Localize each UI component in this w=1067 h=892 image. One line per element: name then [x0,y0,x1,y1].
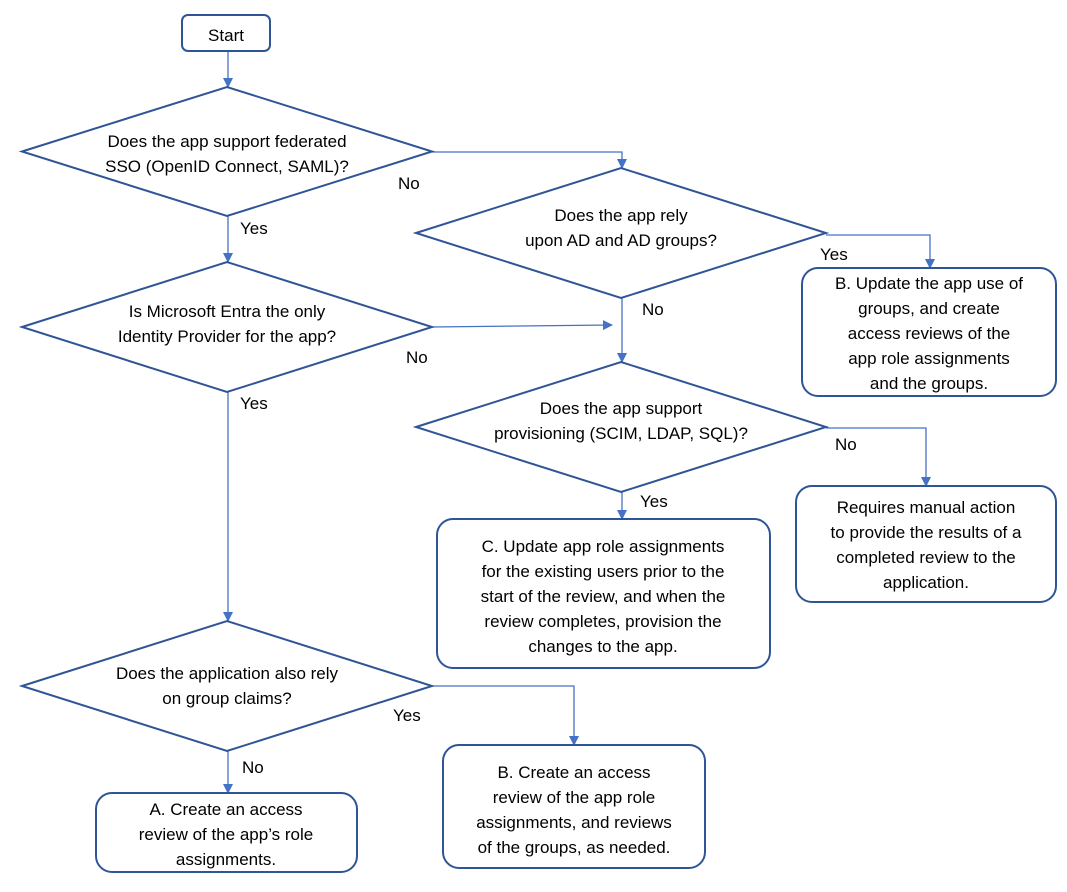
node-text-line: changes to the app. [528,637,677,656]
connector-d5-breview [432,685,579,746]
node-text-line: assignments. [176,850,276,869]
node-text-line: A. Create an access [149,800,302,819]
node-text-line: provisioning (SCIM, LDAP, SQL)? [494,424,748,443]
node-text-line: Does the app rely [554,206,688,225]
node-text-line: assignments, and reviews [476,813,672,832]
node-text-line: review of the app’s role [139,825,314,844]
node-text-line: completed review to the [836,548,1016,567]
decision-diamond [412,166,830,300]
node-text-line: Identity Provider for the app? [118,327,336,346]
node-text-line: Start [208,26,244,45]
decision-diamond [18,619,436,753]
decision-diamond [412,360,830,494]
node-text-line: and the groups. [870,374,988,393]
connector-d1-d2 [432,151,627,169]
node-text-line: access reviews of the [848,324,1011,343]
node-text-line: on group claims? [162,689,291,708]
node-text-line: application. [883,573,969,592]
edge-label-no: No [835,435,857,454]
outcome-box [95,792,358,873]
decision-d4: Does the app support provisioning (SCIM, … [412,360,830,494]
edge-label-yes: Yes [640,492,668,511]
terminal-start: Start [181,14,271,52]
connector-d4-manual [826,427,931,487]
decision-diamond [18,260,436,394]
edge-label-yes: Yes [820,245,848,264]
edge-label-yes: Yes [240,394,268,413]
edge-label-no: No [398,174,420,193]
outcome-a: A. Create an access review of the app’s r… [95,792,358,873]
outcome-box [436,518,771,669]
connector-d3-d2path [431,320,613,331]
node-text-line: groups, and create [858,299,1000,318]
outcome-box [442,744,706,869]
node-text-line: start of the review, and when the [481,587,726,606]
edge-label-no: No [642,300,664,319]
decision-d2: Does the app rely upon AD and AD groups? [412,166,830,300]
node-text-line: for the existing users prior to the [482,562,725,581]
node-text-line: review of the app role [493,788,656,807]
edge-label-no: No [242,758,264,777]
node-text-line: Requires manual action [837,498,1016,517]
node-text-line: Is Microsoft Entra the only [129,302,326,321]
terminal-box [181,14,271,52]
outcome-c: C. Update app role assignments for the ex… [436,518,771,669]
node-text-line: app role assignments [848,349,1010,368]
edge-label-yes: Yes [393,706,421,725]
node-text-line: Does the app support federated [107,132,346,151]
node-text-line: B. Update the app use of [835,274,1023,293]
node-text-line: B. Create an access [497,763,650,782]
outcome-b_groups: B. Update the app use of groups, and crea… [801,267,1057,397]
node-text-line: upon AD and AD groups? [525,231,717,250]
node-text-line: of the groups, as needed. [478,838,671,857]
connector-d2-bgroups [826,234,935,269]
decision-d5: Does the application also rely on group c… [18,619,436,753]
edge-label-no: No [406,348,428,367]
outcome-manual: Requires manual action to provide the res… [795,485,1057,603]
node-text-line: C. Update app role assignments [482,537,725,556]
node-text-line: Does the application also rely [116,664,339,683]
decision-diamond [18,85,436,218]
node-text-line: SSO (OpenID Connect, SAML)? [105,157,349,176]
edge-label-yes: Yes [240,219,268,238]
node-text-line: review completes, provision the [484,612,721,631]
node-text-line: Does the app support [540,399,703,418]
outcome-box [801,267,1057,397]
node-text-line: to provide the results of a [831,523,1022,542]
outcome-b_review: B. Create an access review of the app rol… [442,744,706,869]
outcome-box [795,485,1057,603]
